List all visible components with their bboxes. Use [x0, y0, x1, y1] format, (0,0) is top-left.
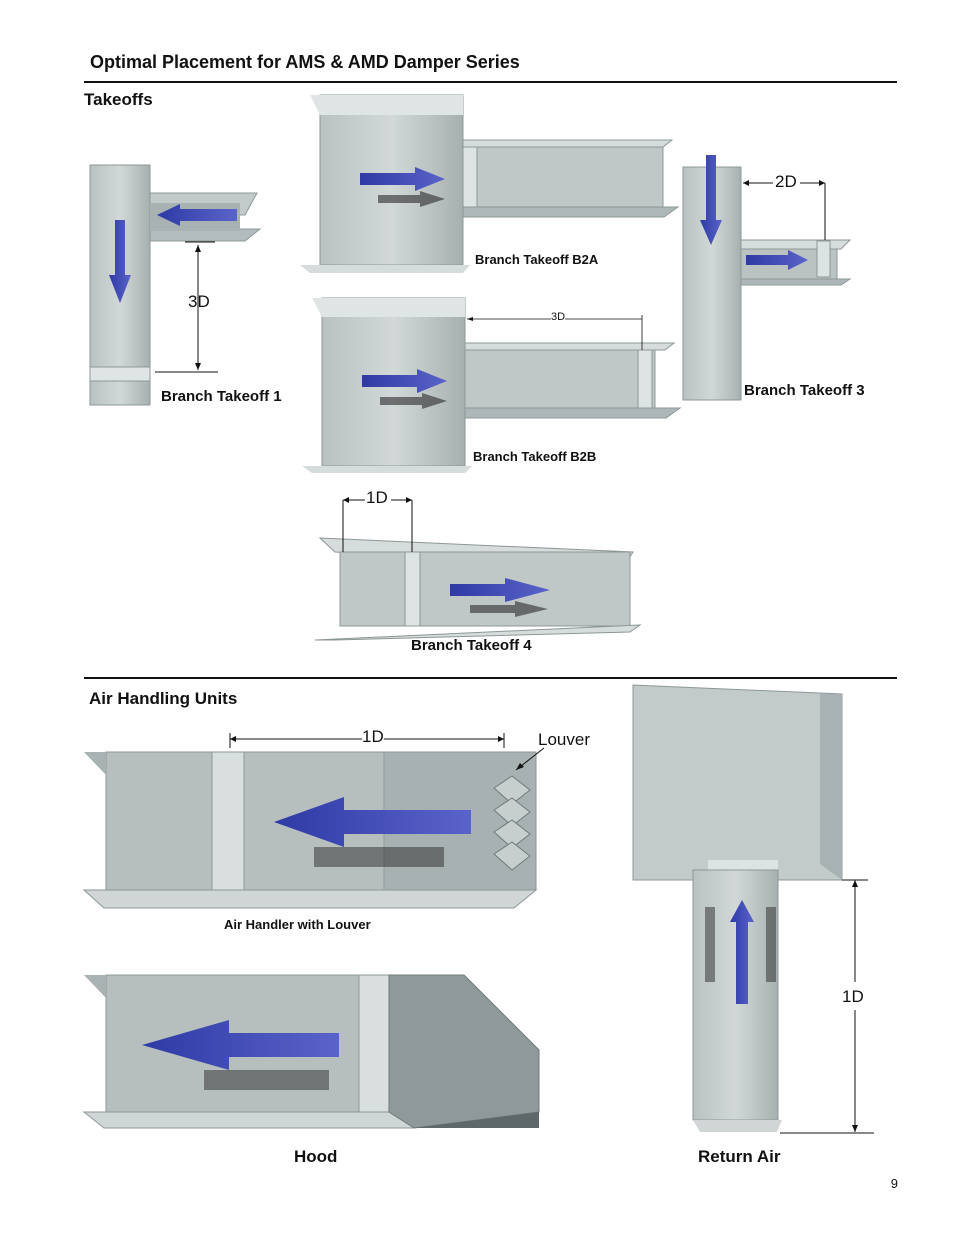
section-rule — [84, 677, 897, 679]
flow-arrow-icon — [700, 155, 722, 245]
louver-dimension-label: 1D — [362, 727, 384, 746]
louver-callout-label: Louver — [538, 730, 590, 749]
takeoffs-heading: Takeoffs — [84, 90, 153, 109]
flow-arrow-icon — [109, 220, 131, 303]
branch-takeoff-b2a-figure — [300, 94, 680, 273]
page-title: Optimal Placement for AMS & AMD Damper S… — [90, 52, 520, 72]
b2b-dimension-label: 3D — [551, 311, 566, 323]
flow-shadow-icon — [378, 191, 445, 207]
hood-caption: Hood — [294, 1147, 338, 1166]
flow-arrow-icon — [746, 250, 808, 270]
louver-caption: Air Handler with Louver — [224, 917, 371, 932]
flow-shadow-icon — [204, 1070, 329, 1090]
flow-shadow-icon — [766, 907, 776, 982]
flow-arrow-icon — [362, 369, 447, 393]
return-air-caption: Return Air — [698, 1147, 781, 1166]
title-rule — [84, 81, 897, 83]
flow-arrow-icon — [730, 900, 754, 1004]
branch-takeoff-1-figure — [89, 164, 262, 406]
flow-arrow-icon — [142, 1020, 339, 1070]
flow-shadow-icon — [380, 393, 447, 409]
branch-takeoff-4-figure — [314, 497, 642, 641]
b3-caption: Branch Takeoff 3 — [744, 382, 865, 399]
air-handler-louver-figure — [82, 733, 545, 909]
b4-dimension-label: 1D — [366, 488, 388, 507]
flow-shadow-icon — [470, 601, 548, 617]
branch-takeoff-b2b-figure — [302, 297, 682, 473]
hood-figure — [82, 974, 540, 1129]
ahu-heading: Air Handling Units — [89, 689, 238, 708]
flow-arrow-icon — [450, 578, 550, 602]
b2b-caption: Branch Takeoff B2B — [473, 449, 597, 464]
return-air-figure — [632, 684, 874, 1134]
b4-caption: Branch Takeoff 4 — [411, 637, 532, 654]
b3-dimension-label: 2D — [775, 172, 797, 191]
page-number: 9 — [890, 1176, 898, 1191]
flow-shadow-icon — [314, 847, 444, 867]
flow-arrow-icon — [274, 797, 471, 847]
b1-dimension-label: 3D — [188, 292, 210, 311]
b2a-caption: Branch Takeoff B2A — [475, 252, 599, 267]
flow-arrow-icon — [157, 204, 237, 226]
return-air-dimension-label: 1D — [842, 987, 864, 1006]
branch-takeoff-3-figure — [682, 155, 852, 401]
flow-shadow-icon — [705, 907, 715, 982]
flow-arrow-icon — [360, 167, 445, 191]
b1-caption: Branch Takeoff 1 — [161, 388, 282, 405]
